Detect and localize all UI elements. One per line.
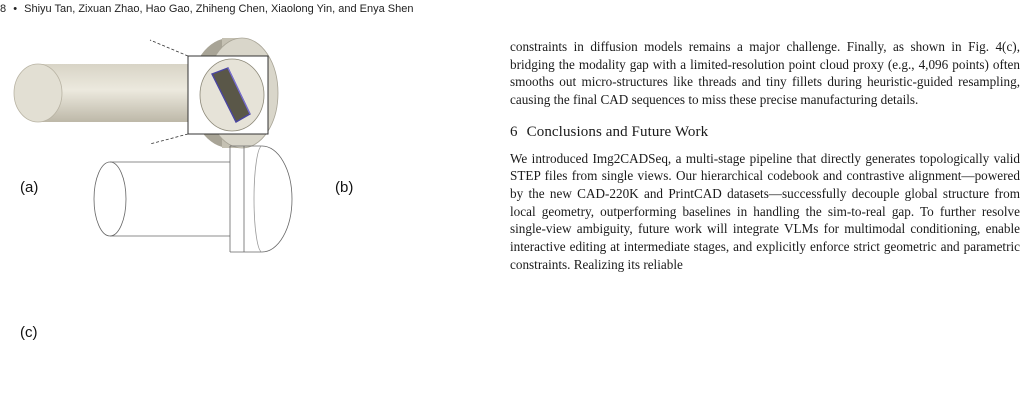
figure-illustration: [13, 37, 293, 253]
section-heading: 6 Conclusions and Future Work: [510, 124, 1020, 142]
body-text-column: constraints in diffusion models remains …: [510, 38, 1020, 342]
conclusions-paragraph: We introduced Img2CADSeq, a multi-stage …: [510, 150, 1020, 272]
section-number: 6: [510, 123, 518, 140]
panel-a-cad-render: [13, 37, 293, 253]
header-authors: Shiyu Tan, Zixuan Zhao, Hao Gao, Zhiheng…: [24, 3, 414, 15]
page-number: 8: [0, 3, 7, 15]
paragraph-continuation: constraints in diffusion models remains …: [510, 39, 1020, 108]
figure-4: (a) (b) (c): [0, 26, 480, 413]
header-separator: •: [13, 3, 18, 15]
panel-c-label: (c): [20, 324, 38, 341]
section-title: Conclusions and Future Work: [526, 123, 709, 140]
panel-b-label: (b): [335, 179, 354, 196]
panel-a-label: (a): [20, 179, 39, 196]
running-header: 8 • Shiyu Tan, Zixuan Zhao, Hao Gao, Zhi…: [0, 3, 413, 19]
